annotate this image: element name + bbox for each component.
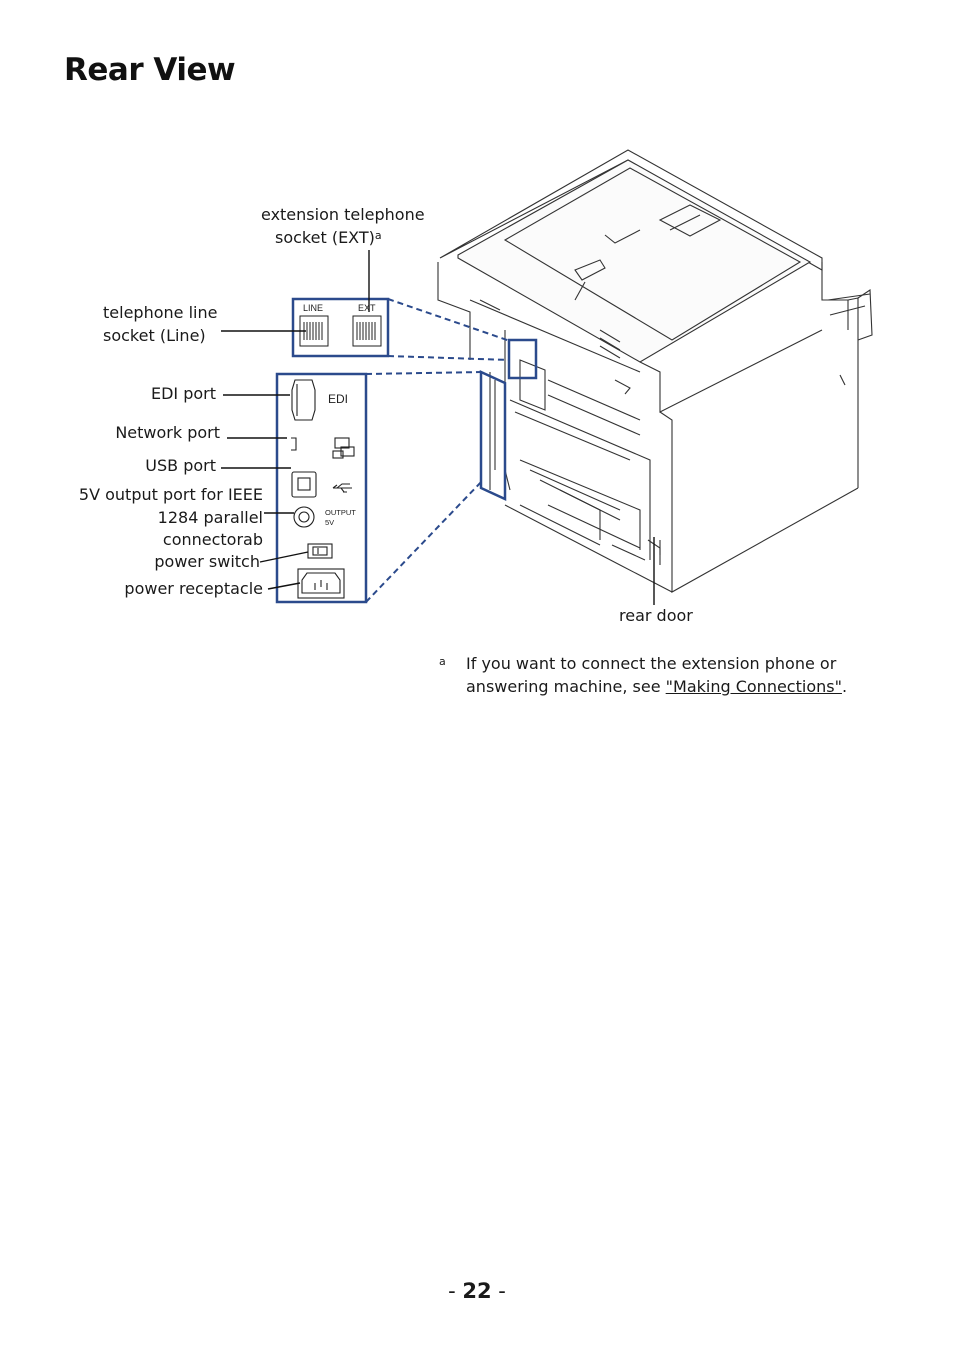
line-jack-label: LINE <box>303 303 324 313</box>
leader-lines <box>221 250 655 605</box>
footnote-mark: a <box>439 655 446 668</box>
printer-drawing <box>437 149 873 593</box>
network-port-callout: Network port <box>115 423 220 442</box>
footnote-text: If you want to connect the extension pho… <box>466 654 848 696</box>
edi-panel-label: EDI <box>328 392 349 406</box>
usb-port-callout: USB port <box>145 456 216 475</box>
ext-jack-label: EXT <box>358 303 376 313</box>
ext-socket-callout: extension telephone socket (EXT)a <box>261 205 425 247</box>
line-socket-callout: telephone line socket (Line) <box>103 303 218 345</box>
power-switch-callout: power switch <box>154 552 260 571</box>
rear-door-callout: rear door <box>619 606 693 625</box>
page-number: - 22 - <box>448 1279 506 1303</box>
ports-panel <box>275 372 368 604</box>
page-title: Rear View <box>64 52 236 88</box>
making-connections-link[interactable]: "Making Connections" <box>665 677 842 696</box>
output-voltage-label: 5V <box>325 518 335 527</box>
output-panel-label: OUTPUT <box>325 508 356 517</box>
line-ext-highlight <box>507 338 538 380</box>
output-port-callout: 5V output port for IEEE 1284 parallel co… <box>78 485 263 549</box>
rear-ports-highlight <box>479 370 507 501</box>
power-receptacle-callout: power receptacle <box>124 579 263 598</box>
edi-port-callout: EDI port <box>150 384 216 403</box>
dashed-connectors <box>365 298 511 603</box>
